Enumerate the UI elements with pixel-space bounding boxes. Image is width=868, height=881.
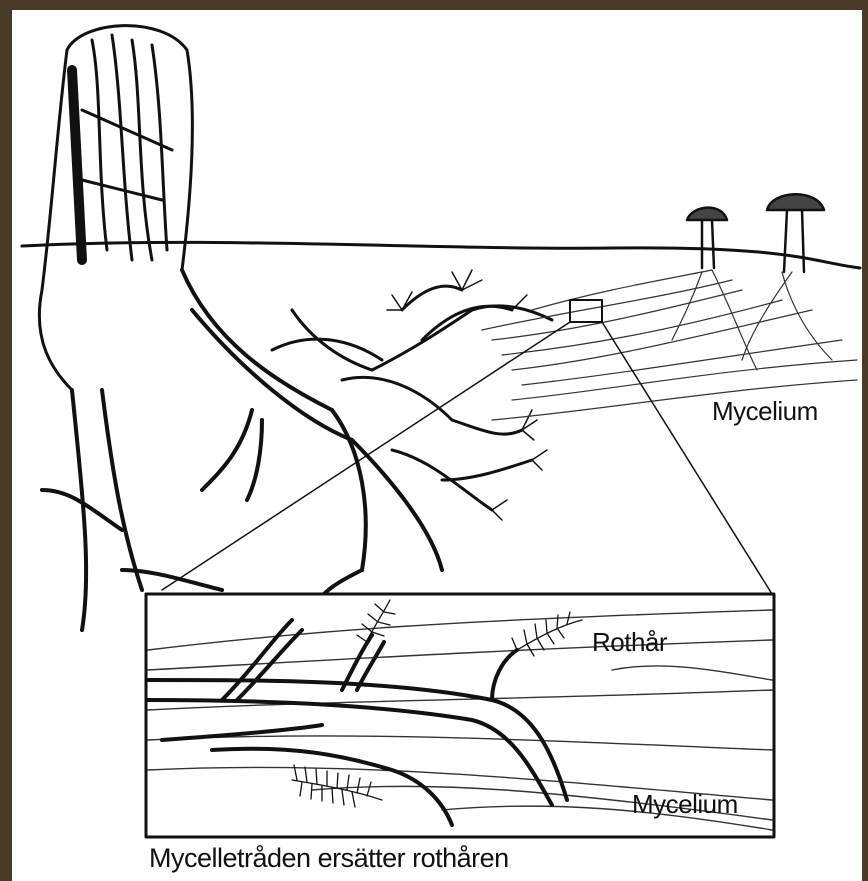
label-mycelium-top: Mycelium — [712, 396, 818, 427]
fine-roots — [272, 286, 552, 510]
diagram-caption: Mycelletråden ersätter rothåren — [149, 843, 509, 874]
main-roots — [42, 270, 442, 630]
ground-line — [22, 242, 860, 268]
diagram-canvas: Mycelium Rothår Mycelium Mycelletråden e… — [12, 10, 862, 881]
label-mycelium-inset: Mycelium — [632, 789, 738, 820]
label-root-hair: Rothår — [592, 627, 667, 658]
mushroom-left — [687, 208, 727, 268]
tree-stump — [39, 26, 192, 390]
root-mycelium-illustration — [12, 10, 862, 881]
